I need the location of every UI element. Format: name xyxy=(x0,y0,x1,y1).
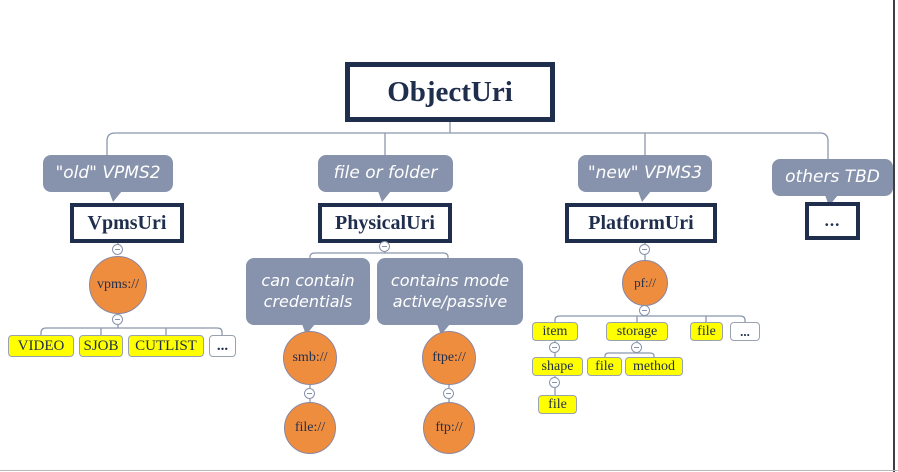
minus-icon xyxy=(307,393,312,394)
circle-smb-scheme[interactable]: smb:// xyxy=(283,331,337,385)
minus-icon xyxy=(552,347,557,348)
callout-mode-label: contains mode active/passive xyxy=(390,270,510,311)
minus-icon xyxy=(115,319,120,320)
minus-icon xyxy=(642,249,647,250)
leaf-method[interactable]: method xyxy=(625,357,683,376)
callout-tail xyxy=(109,191,122,202)
minus-icon xyxy=(382,246,387,247)
circle-ftpe-scheme[interactable]: ftpe:// xyxy=(422,331,476,385)
callout-others-tbd[interactable]: others TBD xyxy=(772,159,893,206)
topic-platformuri[interactable]: PlatformUri xyxy=(565,203,717,243)
leaf-storage-file[interactable]: file xyxy=(587,357,622,376)
callout-tail xyxy=(638,191,651,202)
leaf-more-vpms[interactable]: ... xyxy=(209,335,236,357)
root-topic[interactable]: ObjectUri xyxy=(345,62,555,122)
callout-file-or-folder-label: file or folder xyxy=(333,163,438,184)
collapse-toggle[interactable] xyxy=(631,342,642,353)
collapse-toggle[interactable] xyxy=(379,241,390,252)
callout-old-vpms2[interactable]: "old" VPMS2 xyxy=(43,155,173,202)
leaf-file[interactable]: file xyxy=(690,322,723,341)
minus-icon xyxy=(446,393,451,394)
minus-icon xyxy=(115,249,120,250)
collapse-toggle[interactable] xyxy=(112,314,123,325)
circle-pf-scheme[interactable]: pf:// xyxy=(622,260,668,306)
window-edge-right xyxy=(893,0,895,472)
callout-old-vpms2-label: "old" VPMS2 xyxy=(55,163,161,184)
collapse-toggle[interactable] xyxy=(304,388,315,399)
topic-others-more[interactable]: ... xyxy=(805,202,860,240)
collapse-toggle[interactable] xyxy=(639,244,650,255)
leaf-cutlist[interactable]: CUTLIST xyxy=(128,335,204,357)
leaf-more-platform[interactable]: ... xyxy=(730,322,760,341)
circle-ftp-scheme[interactable]: ftp:// xyxy=(423,402,475,454)
leaf-shape-file[interactable]: file xyxy=(538,395,577,414)
callout-tail xyxy=(378,191,391,202)
minus-icon xyxy=(634,347,639,348)
callout-credentials-label: can contain credentials xyxy=(261,270,355,311)
topic-physicaluri[interactable]: PhysicalUri xyxy=(318,203,452,243)
callout-new-vpms3[interactable]: "new" VPMS3 xyxy=(578,155,712,202)
callout-tail xyxy=(302,324,315,335)
collapse-toggle[interactable] xyxy=(112,244,123,255)
leaf-video[interactable]: VIDEO xyxy=(8,335,74,357)
topic-vpmsuri[interactable]: VpmsUri xyxy=(70,203,184,243)
leaf-sjob[interactable]: SJOB xyxy=(79,335,123,357)
callout-tail xyxy=(437,324,450,335)
leaf-shape[interactable]: shape xyxy=(532,357,583,376)
circle-vpms-scheme[interactable]: vpms:// xyxy=(89,256,147,314)
callout-tail xyxy=(825,195,838,206)
collapse-toggle[interactable] xyxy=(549,342,560,353)
collapse-toggle[interactable] xyxy=(443,388,454,399)
callout-file-or-folder[interactable]: file or folder xyxy=(318,155,453,202)
minus-icon xyxy=(552,382,557,383)
canvas-bottom-edge xyxy=(0,470,898,471)
callout-others-tbd-label: others TBD xyxy=(785,167,880,188)
collapse-toggle[interactable] xyxy=(639,305,650,316)
minus-icon xyxy=(642,310,647,311)
leaf-item[interactable]: item xyxy=(532,322,578,341)
callout-can-contain-credentials[interactable]: can contain credentials xyxy=(246,258,370,335)
collapse-toggle[interactable] xyxy=(549,377,560,388)
callout-contains-mode[interactable]: contains mode active/passive xyxy=(377,258,523,335)
circle-file-scheme[interactable]: file:// xyxy=(284,402,336,454)
callout-new-vpms3-label: "new" VPMS3 xyxy=(587,163,703,184)
leaf-storage[interactable]: storage xyxy=(606,322,668,341)
